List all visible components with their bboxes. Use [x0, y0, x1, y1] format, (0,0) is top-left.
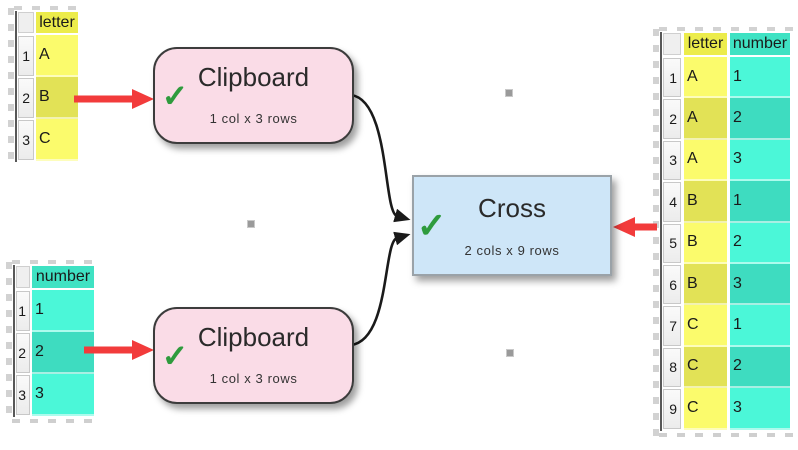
grid-dot — [247, 220, 255, 228]
table-cell[interactable]: B — [684, 222, 727, 264]
table-cell[interactable]: 3 — [730, 263, 790, 306]
node-subtitle: 1 col x 3 rows — [209, 371, 298, 386]
column-header[interactable]: letter — [36, 12, 78, 33]
connector-clipboard-bottom-to-cross[interactable] — [350, 231, 411, 347]
table-cell[interactable]: 3 — [32, 374, 94, 416]
grid-dot — [505, 89, 513, 97]
table-cell[interactable]: C — [36, 119, 78, 161]
table-cell[interactable]: 1 — [730, 57, 790, 99]
torn-edge — [653, 29, 659, 436]
table-cell[interactable]: 1 — [730, 181, 790, 223]
table-cell[interactable]: A — [684, 139, 727, 182]
table-cell[interactable]: A — [684, 57, 727, 99]
torn-edge — [12, 419, 98, 423]
table-cell[interactable]: B — [36, 77, 78, 119]
connector-clipboard-top-to-cross[interactable] — [350, 93, 411, 223]
table-cell[interactable]: 2 — [32, 332, 94, 374]
node-clipboard-top[interactable]: ✓ Clipboard 1 col x 3 rows — [153, 47, 354, 144]
row-number-cell[interactable]: 2 — [18, 78, 34, 118]
check-icon: ✓ — [162, 338, 188, 373]
table-cell[interactable]: 3 — [730, 139, 790, 182]
table-cell[interactable]: C — [684, 388, 727, 430]
column-header[interactable]: number — [730, 33, 790, 55]
node-subtitle: 2 cols x 9 rows — [464, 243, 560, 258]
row-number-cell[interactable]: 4 — [663, 182, 681, 222]
table-edge-line — [660, 32, 662, 431]
torn-edge — [659, 27, 794, 31]
check-icon: ✓ — [162, 78, 188, 113]
column-header[interactable]: number — [32, 266, 94, 288]
table-cell[interactable]: B — [684, 181, 727, 223]
corner-cell — [16, 266, 30, 288]
row-number-cell[interactable]: 6 — [663, 264, 681, 305]
row-number-cell[interactable]: 3 — [18, 120, 34, 160]
table-cell[interactable]: A — [36, 35, 78, 77]
torn-edge — [659, 432, 794, 437]
node-title: Clipboard — [197, 62, 310, 92]
table-cell[interactable]: 2 — [730, 98, 790, 140]
table-cell[interactable]: 2 — [730, 222, 790, 264]
node-title: Clipboard — [197, 322, 310, 352]
row-number-cell[interactable]: 1 — [18, 36, 34, 76]
table-edge-line — [15, 11, 17, 162]
row-number-cell[interactable]: 1 — [16, 291, 30, 331]
row-number-cell[interactable]: 1 — [663, 58, 681, 98]
row-number-cell[interactable]: 2 — [663, 99, 681, 139]
table-edge-line — [13, 265, 15, 417]
table-cell[interactable]: 2 — [730, 346, 790, 389]
row-number-cell[interactable]: 8 — [663, 347, 681, 388]
table-cell[interactable]: 3 — [730, 388, 790, 430]
table-cell[interactable]: 1 — [32, 290, 94, 332]
torn-edge — [8, 8, 14, 167]
row-number-cell[interactable]: 3 — [663, 140, 681, 181]
row-number-cell[interactable]: 3 — [16, 375, 30, 415]
table-cell[interactable]: 1 — [730, 305, 790, 347]
corner-cell — [663, 33, 681, 55]
table-cell[interactable]: C — [684, 305, 727, 347]
table-cell[interactable]: A — [684, 98, 727, 140]
row-number-cell[interactable]: 2 — [16, 333, 30, 373]
node-title: Cross — [478, 193, 546, 223]
row-number-cell[interactable]: 7 — [663, 306, 681, 346]
torn-edge — [14, 6, 82, 10]
node-subtitle: 1 col x 3 rows — [209, 111, 298, 126]
row-number-cell[interactable]: 9 — [663, 389, 681, 429]
column-header[interactable]: letter — [684, 33, 727, 55]
torn-edge — [12, 260, 98, 264]
corner-cell — [18, 12, 34, 33]
torn-edge — [6, 262, 12, 422]
check-icon: ✓ — [417, 206, 447, 245]
node-cross[interactable]: ✓ Cross 2 cols x 9 rows — [412, 175, 612, 276]
node-clipboard-bottom[interactable]: ✓ Clipboard 1 col x 3 rows — [153, 307, 354, 404]
table-cell[interactable]: C — [684, 346, 727, 389]
row-number-cell[interactable]: 5 — [663, 223, 681, 263]
grid-dot — [506, 349, 514, 357]
table-cell[interactable]: B — [684, 263, 727, 306]
